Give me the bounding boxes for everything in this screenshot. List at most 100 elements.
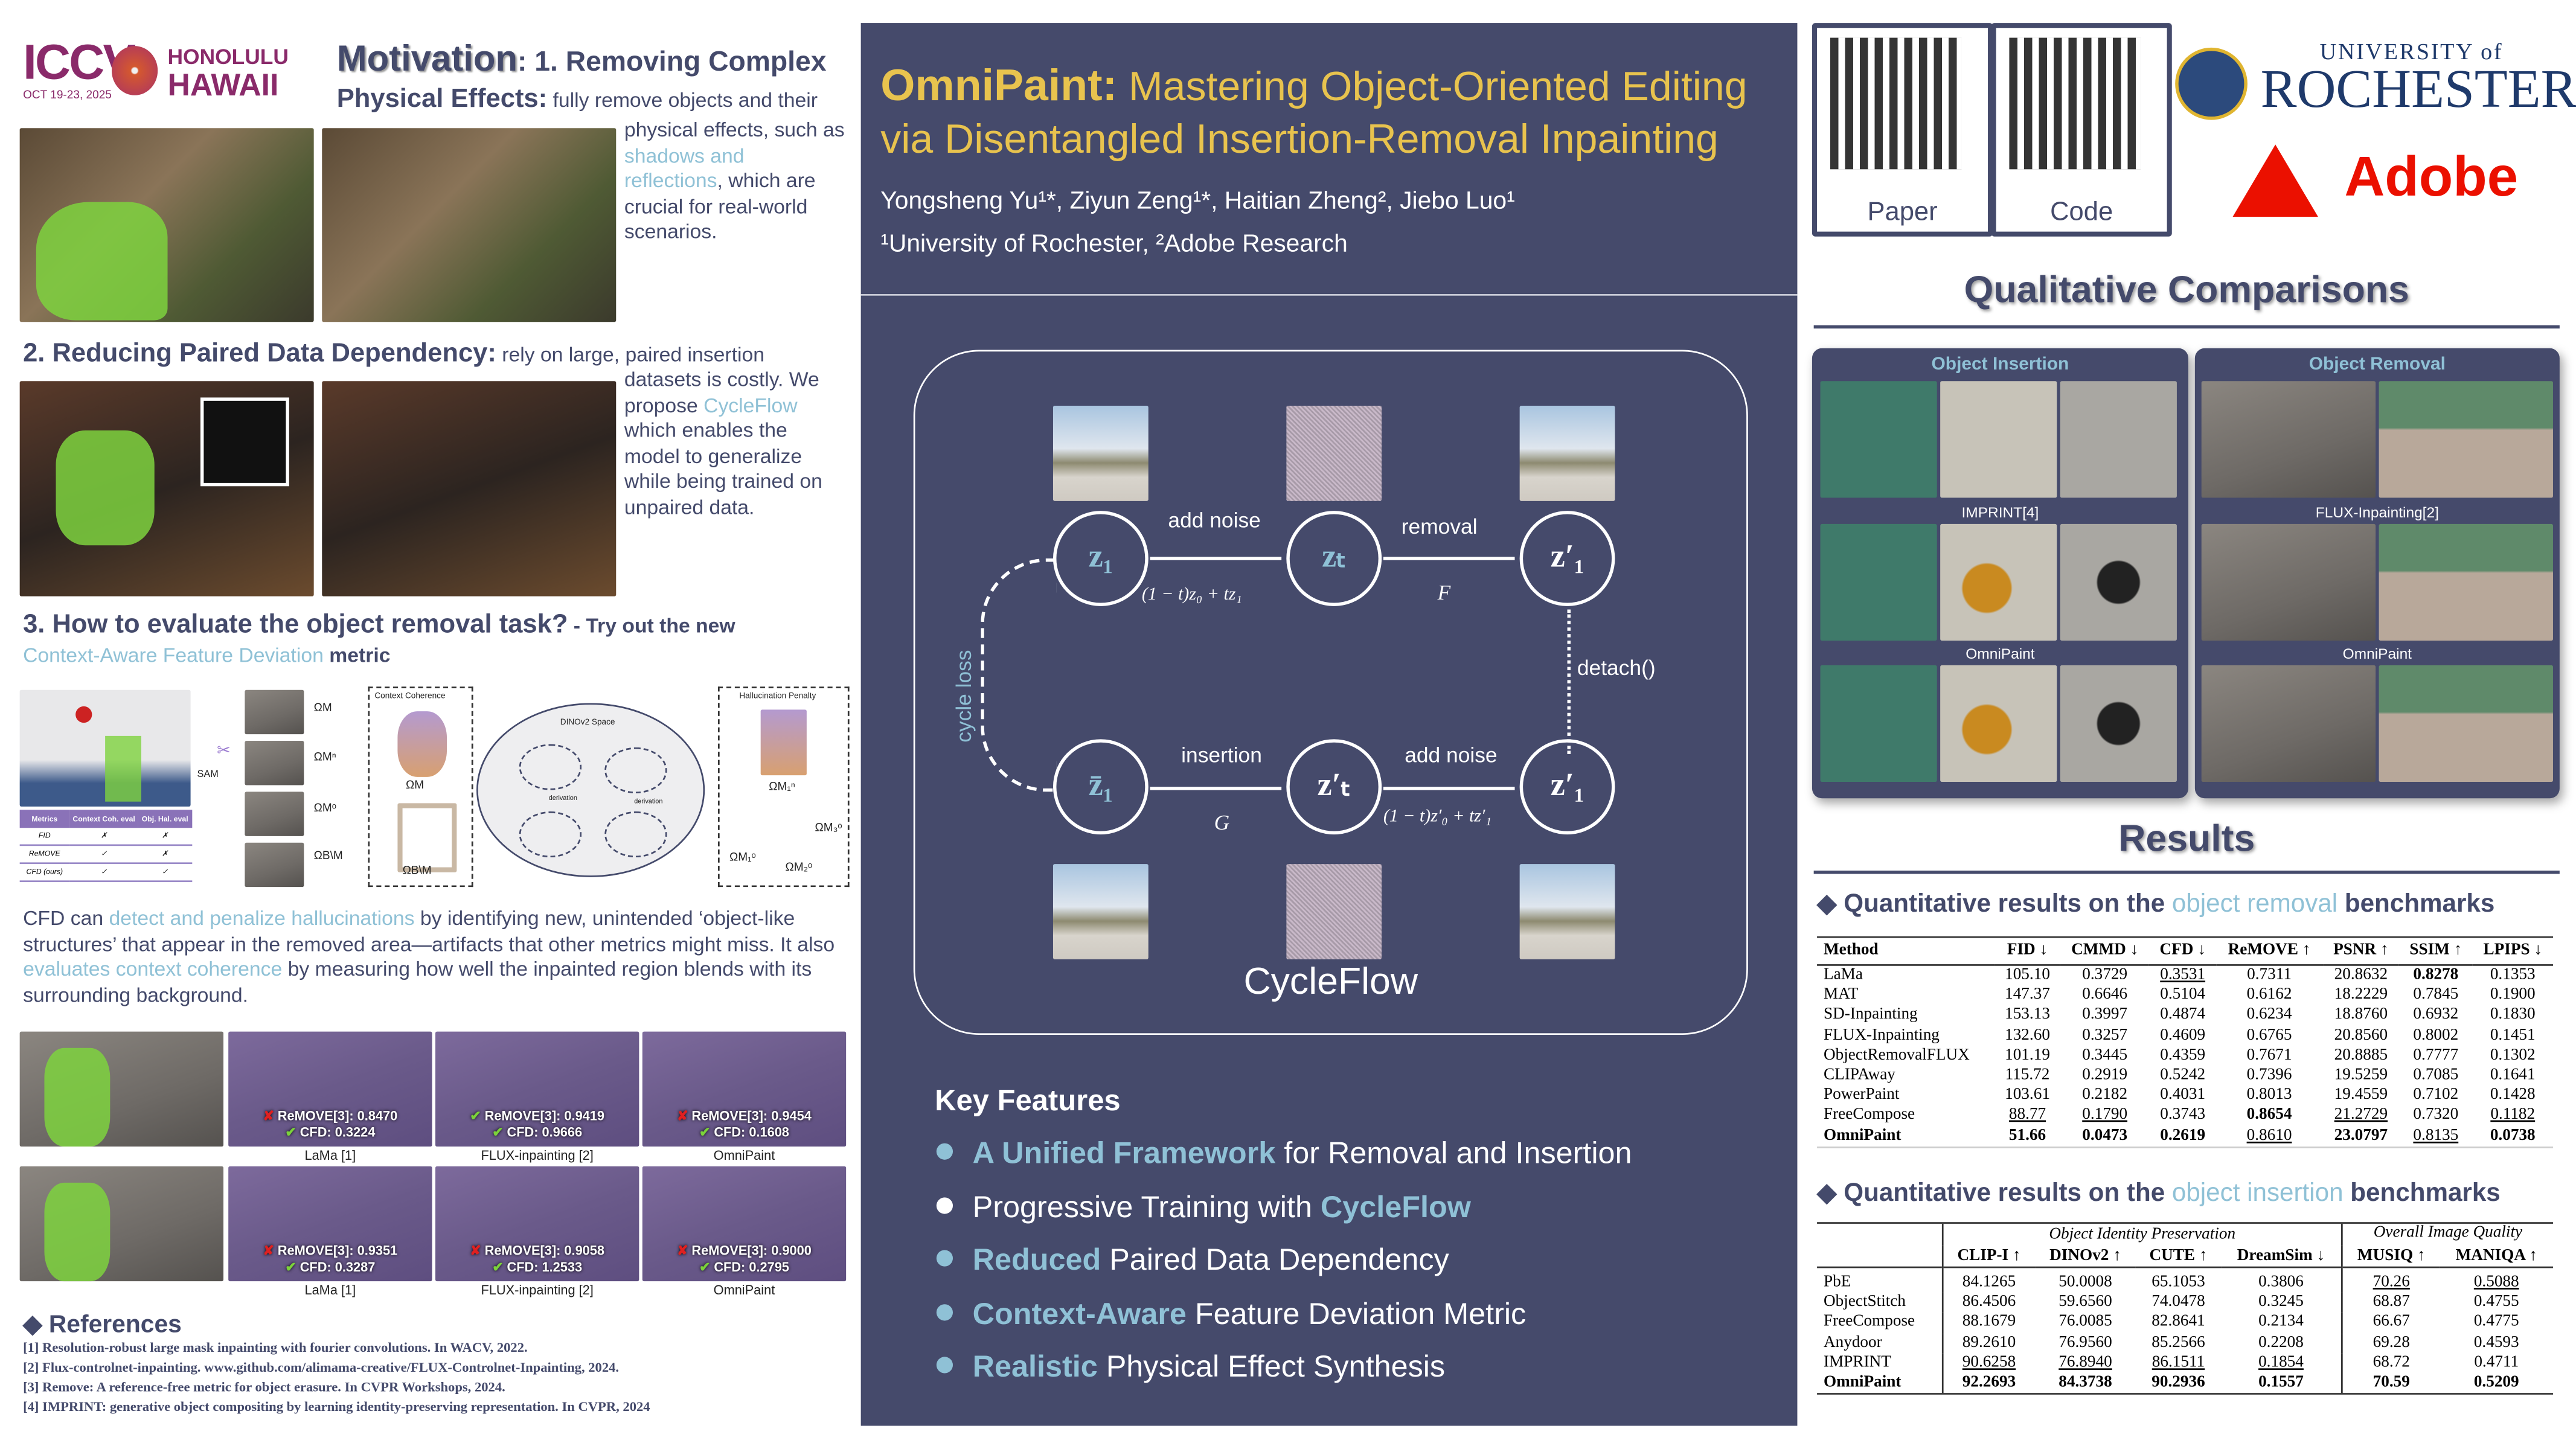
table-cell: 20.8632 bbox=[2334, 965, 2388, 984]
table-cell: 82.8641 bbox=[2151, 1313, 2205, 1331]
table-cell: 0.6234 bbox=[2246, 1006, 2292, 1025]
code-qr-code[interactable]: Code bbox=[1991, 23, 2172, 237]
table-cell: 0.1557 bbox=[2258, 1373, 2304, 1392]
table-cell: 70.26 bbox=[2341, 1267, 2440, 1293]
arrow-right bbox=[1150, 557, 1282, 560]
metrics-header-cell: Context Coh. eval bbox=[72, 814, 135, 824]
metrics-cell: ✗ bbox=[161, 849, 168, 858]
result-image bbox=[435, 1166, 639, 1282]
score-overlay: ✘ ReMOVE[3]: 0.9454✔ CFD: 0.1608 bbox=[642, 1108, 846, 1141]
table-cell: 0.1451 bbox=[2490, 1026, 2536, 1044]
context-coherence-label: Context Coherence bbox=[374, 691, 446, 702]
code-qr-label: Code bbox=[2050, 199, 2113, 227]
table-header-cell: CLIP-I ↑ bbox=[1941, 1245, 2035, 1268]
table-cell: 0.1854 bbox=[2258, 1353, 2304, 1372]
cycleflow-title: CycleFlow bbox=[1243, 959, 1418, 1002]
adobe-a-icon bbox=[2232, 144, 2318, 217]
feature-text: Paired Data Dependency bbox=[1101, 1241, 1449, 1276]
cfd-score: ✔ CFD: 0.1608 bbox=[642, 1125, 846, 1142]
arrow-right bbox=[1383, 557, 1515, 560]
segment-thumb bbox=[245, 689, 304, 735]
text-span: by measuring how well the inpainted regi… bbox=[23, 958, 812, 1007]
table-cell: 0.7085 bbox=[2413, 1066, 2459, 1084]
segment-thumb bbox=[245, 741, 304, 785]
table-cell: 0.4359 bbox=[2160, 1046, 2206, 1064]
segment-thumbs bbox=[245, 689, 318, 891]
table-cell: 0.8610 bbox=[2246, 1126, 2292, 1145]
table-cell: 20.8560 bbox=[2334, 1026, 2388, 1044]
table-cell: 147.37 bbox=[2005, 985, 2050, 1004]
table-cell: 19.4559 bbox=[2334, 1086, 2388, 1104]
table-cell: 92.2693 bbox=[1941, 1373, 2035, 1393]
omega-label: ΩM₁ⁿ bbox=[769, 782, 795, 794]
table-cell: 0.7845 bbox=[2413, 985, 2459, 1004]
table-cell: 70.59 bbox=[2341, 1373, 2440, 1393]
table-cell: 23.0797 bbox=[2334, 1126, 2388, 1145]
table-header-cell: SSIM ↑ bbox=[2409, 941, 2462, 959]
metrics-cell: ✗ bbox=[100, 831, 107, 840]
table-header-cell: MANIQA ↑ bbox=[2455, 1247, 2537, 1265]
table-cell: FreeCompose bbox=[1823, 1313, 1915, 1331]
table-cell: 0.7311 bbox=[2247, 965, 2292, 984]
table-cell: 68.72 bbox=[2341, 1353, 2440, 1374]
motivation-title: Motivation: 1. Removing Complex Physical… bbox=[337, 39, 854, 118]
remove-score: ✘ ReMOVE[3]: 0.8470 bbox=[228, 1108, 432, 1125]
table-cell: 0.7396 bbox=[2246, 1066, 2292, 1084]
remove-score-value: ReMOVE[3]: 0.9419 bbox=[484, 1108, 605, 1124]
table-cell: 0.3729 bbox=[2082, 965, 2128, 984]
key-feature-item: A Unified Framework for Removal and Inse… bbox=[936, 1135, 1632, 1171]
table-cell: 19.5259 bbox=[2334, 1066, 2388, 1084]
table-cell: 69.28 bbox=[2341, 1333, 2440, 1354]
arrow-left bbox=[1150, 787, 1282, 790]
check-icon: ✔ bbox=[492, 1259, 507, 1275]
equation: (1 − t)z′₀ + tz′₁ bbox=[1383, 806, 1491, 827]
equation: (1 − t)z₀ + tz₁ bbox=[1141, 584, 1242, 605]
metrics-header-cell: Metrics bbox=[31, 814, 58, 824]
omega-label: ΩMⁿ bbox=[313, 752, 336, 764]
table-cell: 0.3257 bbox=[2082, 1026, 2128, 1044]
table-cell: Anydoor bbox=[1823, 1333, 1882, 1352]
table-cell: 84.1265 bbox=[1941, 1267, 2035, 1293]
omnipaint-result bbox=[1940, 665, 2057, 782]
remove-score: ✘ ReMOVE[3]: 0.9351 bbox=[228, 1244, 432, 1260]
feature-highlight: Realistic bbox=[972, 1348, 1098, 1383]
key-feature-item: Realistic Physical Effect Synthesis bbox=[936, 1348, 1445, 1385]
table-header-cell: CFD ↓ bbox=[2159, 941, 2206, 959]
highlight-span: object insertion bbox=[2171, 1179, 2344, 1208]
text-span: which enables the model to generalize wh… bbox=[624, 419, 822, 519]
cfd-score: ✔ CFD: 0.3287 bbox=[228, 1260, 432, 1276]
method-caption: LaMa [1] bbox=[304, 1148, 356, 1163]
cfd-score-value: CFD: 0.3287 bbox=[300, 1259, 376, 1275]
feature-highlight: Reduced bbox=[972, 1241, 1101, 1276]
table-cell: 0.2208 bbox=[2258, 1333, 2304, 1352]
omnipaint-result bbox=[2060, 665, 2177, 782]
method-caption: LaMa [1] bbox=[304, 1282, 356, 1298]
table-cell: 0.8013 bbox=[2246, 1086, 2292, 1104]
table-cell: 0.1353 bbox=[2490, 965, 2536, 984]
empty-scene-image bbox=[1519, 864, 1615, 959]
cfd-score: ✔ CFD: 0.9666 bbox=[435, 1125, 639, 1142]
rochester-top-text: UNIVERSITY of bbox=[2319, 41, 2504, 66]
g-label: G bbox=[1214, 810, 1230, 835]
cluster bbox=[519, 744, 582, 790]
feature-highlight: A Unified Framework bbox=[972, 1135, 1276, 1170]
table-cell: 0.1900 bbox=[2490, 985, 2536, 1004]
results-title: Results bbox=[2118, 816, 2255, 859]
feature-text: Feature Deviation Metric bbox=[1186, 1295, 1527, 1330]
omega-label: ΩB\M bbox=[313, 851, 343, 863]
paper-qr-code[interactable]: Paper bbox=[1812, 23, 1993, 237]
title-line-1: Mastering Object-Oriented Editing bbox=[1117, 64, 1748, 110]
method-caption: FLUX-inpainting [2] bbox=[481, 1282, 594, 1298]
hallucination-label: Hallucination Penalty bbox=[739, 691, 816, 702]
table-cell: 0.3445 bbox=[2082, 1046, 2128, 1064]
node-zt-prime: z′ₜ bbox=[1286, 739, 1382, 835]
table-cell: 84.3738 bbox=[2059, 1373, 2112, 1392]
detach-line bbox=[1567, 609, 1571, 754]
method-caption: OmniPaint bbox=[713, 1148, 775, 1163]
